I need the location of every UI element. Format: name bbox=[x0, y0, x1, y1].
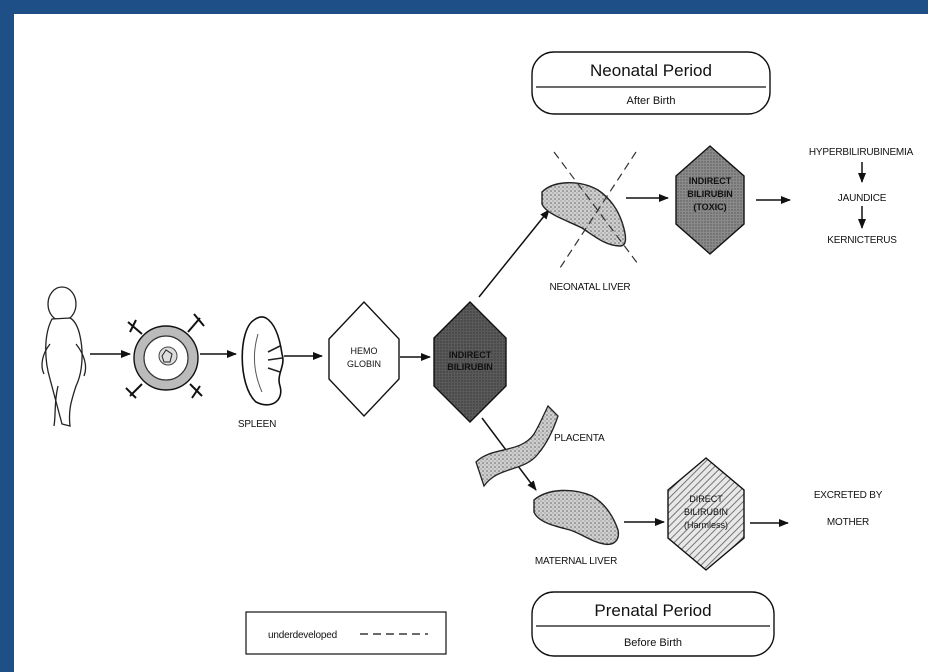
indirect-bilirubin-center-line1: INDIRECT bbox=[449, 350, 492, 360]
spleen-icon bbox=[241, 316, 284, 406]
direct-bilirubin-line3: (Harmless) bbox=[684, 520, 728, 530]
maternal-liver-icon bbox=[533, 489, 620, 546]
hemoglobin-line1: HEMO bbox=[351, 346, 378, 356]
placenta-icon bbox=[475, 404, 559, 488]
neonatal-period-box: Neonatal Period After Birth bbox=[531, 51, 771, 115]
neonatal-period-title: Neonatal Period bbox=[590, 61, 712, 80]
outcome-excreted-line1: EXCRETED BY bbox=[814, 490, 883, 501]
hemoglobin-line2: GLOBIN bbox=[347, 359, 381, 369]
direct-bilirubin-line1: DIRECT bbox=[689, 494, 723, 504]
outcome-excreted-line2: MOTHER bbox=[827, 517, 869, 528]
indirect-bilirubin-center-hexagon: INDIRECT BILIRUBIN bbox=[433, 301, 507, 423]
outcome-kernicterus: KERNICTERUS bbox=[827, 235, 897, 246]
indirect-bilirubin-toxic-line3: (TOXIC) bbox=[693, 202, 726, 212]
indirect-bilirubin-toxic-hexagon: INDIRECT BILIRUBIN (TOXIC) bbox=[675, 145, 745, 255]
baby-icon bbox=[41, 286, 87, 427]
indirect-bilirubin-toxic-line2: BILIRUBIN bbox=[687, 189, 733, 199]
red-blood-cell-icon bbox=[125, 313, 205, 399]
indirect-bilirubin-toxic-line1: INDIRECT bbox=[689, 176, 732, 186]
maternal-liver-label: MATERNAL LIVER bbox=[535, 556, 617, 567]
direct-bilirubin-line2: BILIRUBIN bbox=[684, 507, 728, 517]
hemoglobin-hexagon: HEMO GLOBIN bbox=[328, 300, 400, 418]
flow-arrows bbox=[90, 162, 866, 527]
prenatal-period-subtitle: Before Birth bbox=[624, 637, 682, 649]
spleen-label: SPLEEN bbox=[238, 419, 276, 430]
indirect-bilirubin-center-line2: BILIRUBIN bbox=[447, 362, 493, 372]
legend-box: underdeveloped bbox=[245, 611, 447, 655]
neonatal-liver-icon bbox=[541, 151, 639, 269]
neonatal-liver-label: NEONATAL LIVER bbox=[550, 282, 631, 293]
bilirubin-diagram: Neonatal Period After Birth Prenatal Per… bbox=[41, 51, 914, 657]
outcome-jaundice: JAUNDICE bbox=[838, 193, 887, 204]
diagram-panel: Neonatal Period After Birth Prenatal Per… bbox=[14, 14, 928, 672]
outcome-hyperbilirubinemia: HYPERBILIRUBINEMIA bbox=[809, 147, 914, 158]
prenatal-period-title: Prenatal Period bbox=[594, 601, 711, 620]
prenatal-period-box: Prenatal Period Before Birth bbox=[531, 591, 775, 657]
placenta-label: PLACENTA bbox=[554, 433, 605, 444]
legend-label: underdeveloped bbox=[268, 630, 337, 641]
direct-bilirubin-hexagon: DIRECT BILIRUBIN (Harmless) bbox=[667, 457, 745, 571]
neonatal-period-subtitle: After Birth bbox=[627, 95, 676, 107]
